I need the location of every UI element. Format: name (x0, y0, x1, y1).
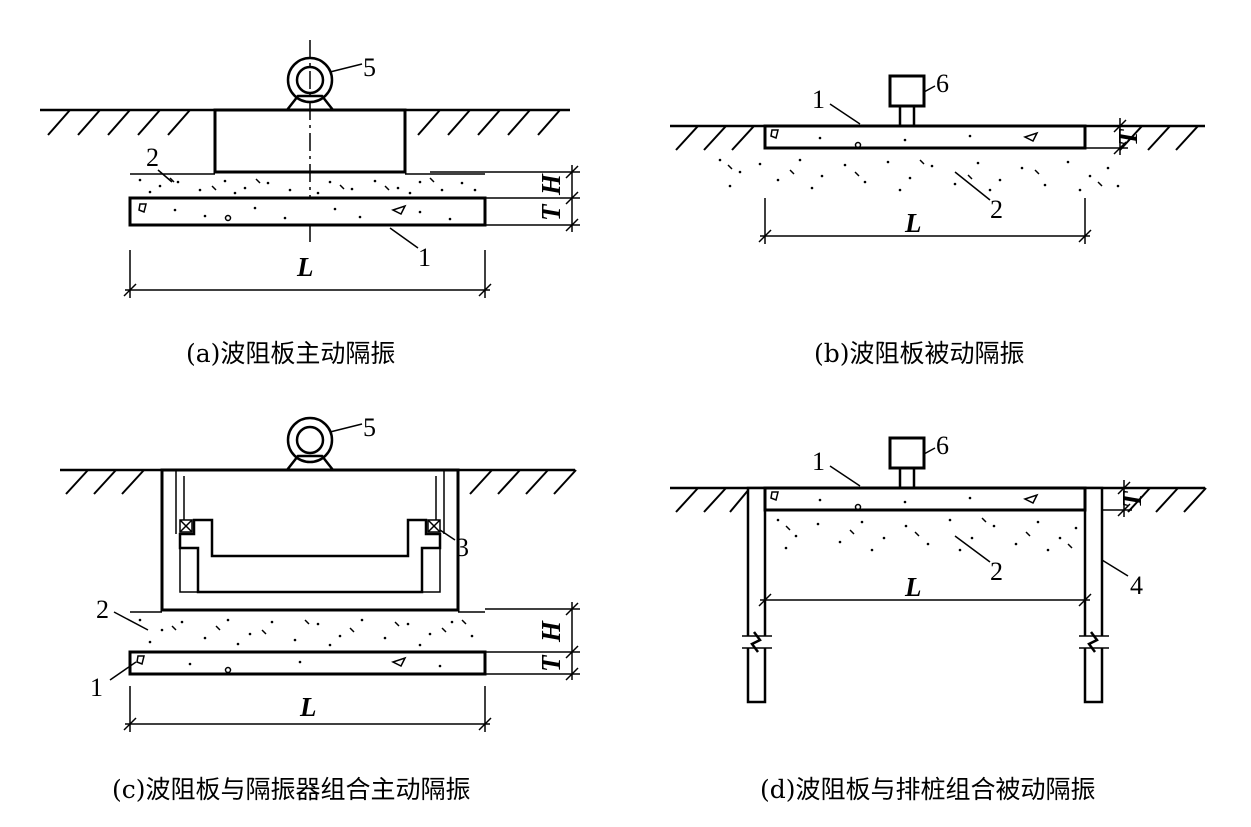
callout-2: 2 (990, 195, 1003, 224)
dim-label-l: L (299, 692, 317, 722)
callout-2: 2 (96, 595, 109, 624)
dimension-l (758, 198, 1092, 244)
dimension-l (758, 593, 1092, 607)
panel-d: T L 6 1 2 4 (d)波阻板与排桩组合被动隔振 (670, 431, 1207, 804)
callout-1: 1 (90, 673, 103, 702)
machine-motor-icon (286, 416, 334, 471)
soil-layer (776, 518, 1078, 552)
dim-label-t: T (1113, 128, 1143, 146)
wave-impeding-slab (763, 486, 1087, 512)
caption-a: (a)波阻板主动隔振 (186, 339, 395, 368)
caption-d: (d)波阻板与排桩组合被动隔振 (760, 775, 1096, 804)
pit-walls (175, 470, 445, 534)
dim-label-t: T (1117, 490, 1147, 508)
caption-c: (c)波阻板与隔振器组合主动隔振 (112, 775, 471, 804)
isolator-pad (179, 519, 441, 533)
panel-a: T H L 5 2 1 (a)波阻板主动隔振 (40, 40, 580, 368)
callout-6: 6 (936, 431, 949, 460)
callout-2: 2 (146, 143, 159, 172)
soil-layer (718, 158, 1120, 192)
dim-label-t: T (536, 203, 566, 221)
callout-4: 4 (1130, 571, 1143, 600)
dimension-l (123, 250, 492, 298)
ground-surface (670, 124, 1205, 151)
wave-impeding-slab (763, 124, 1087, 150)
dim-label-l: L (904, 572, 922, 602)
equipment-icon (888, 436, 926, 488)
wave-impeding-slab (128, 196, 487, 227)
pile-row (742, 486, 1109, 704)
soil-layer (130, 173, 485, 195)
callout-3: 3 (456, 533, 469, 562)
ground-surface (40, 108, 570, 136)
dim-label-l: L (296, 252, 314, 282)
ground-surface (60, 468, 577, 495)
callout-5: 5 (363, 53, 376, 82)
callout-1: 1 (812, 447, 825, 476)
caption-b: (b)波阻板被动隔振 (814, 339, 1025, 368)
wave-impeding-slab (128, 650, 487, 676)
dimension-t (1102, 480, 1132, 517)
dim-label-h: H (536, 620, 566, 643)
panel-c: T H L 5 3 2 1 (c)波阻板与隔振器组合主动隔振 (60, 413, 580, 804)
dim-label-l: L (904, 208, 922, 238)
dimension-th (485, 602, 580, 681)
callout-6: 6 (936, 69, 949, 98)
equipment-icon (888, 74, 926, 126)
machine-frame (178, 518, 442, 594)
dimension-th (430, 165, 580, 232)
callout-1: 1 (812, 85, 825, 114)
soil-layer (130, 611, 485, 647)
callout-5: 5 (363, 413, 376, 442)
dimension-t (1085, 118, 1128, 155)
callout-1: 1 (418, 243, 431, 272)
dimension-l (123, 686, 492, 732)
dim-label-t: T (536, 654, 566, 672)
panel-b: T L 6 1 2 (b)波阻板被动隔振 (670, 69, 1205, 368)
callout-2: 2 (990, 557, 1003, 586)
isolation-pit (160, 468, 460, 612)
dim-label-h: H (536, 173, 566, 196)
